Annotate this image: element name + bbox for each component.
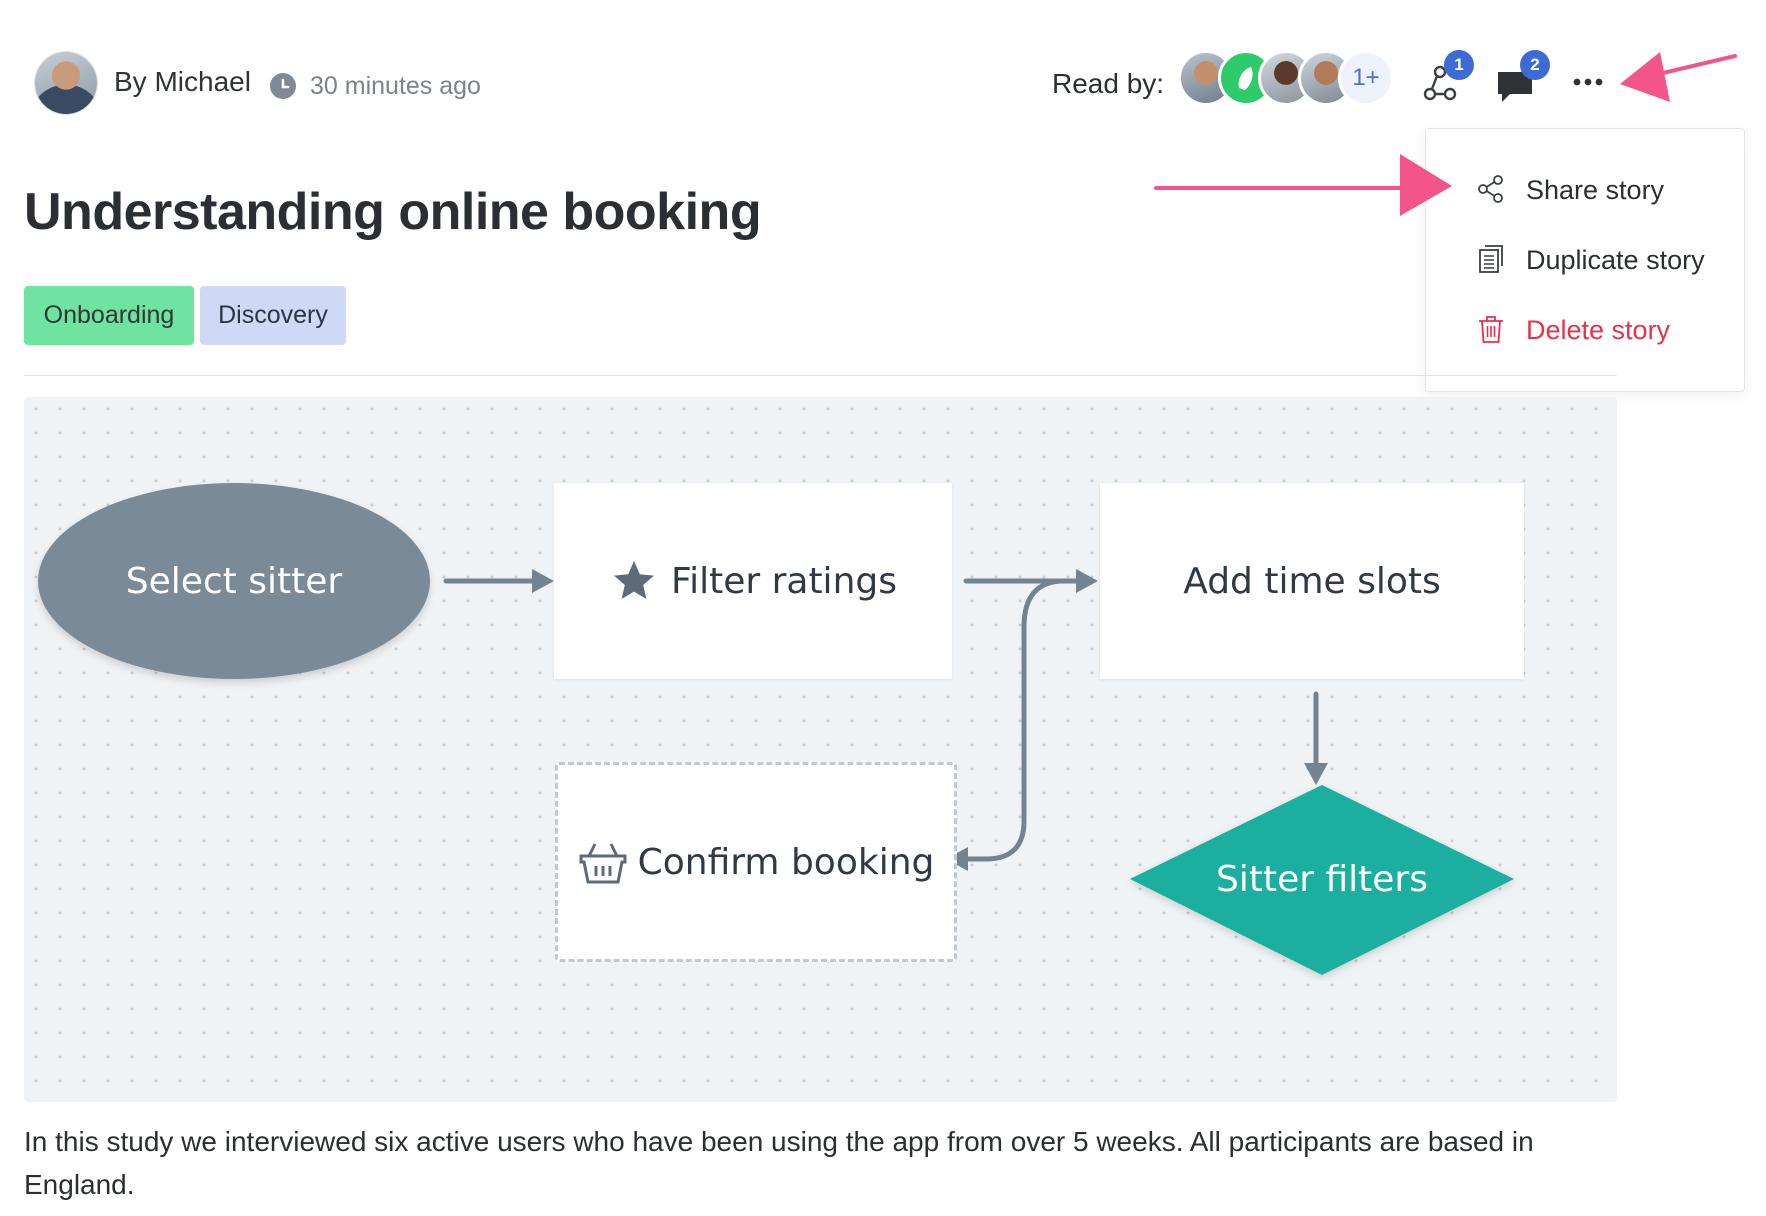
node-sitter-filters[interactable] [1126, 781, 1518, 981]
share-icon [1478, 175, 1503, 203]
duplicate-story-label: Duplicate story [1526, 245, 1705, 275]
node-label: Add time slots [1183, 560, 1441, 602]
author-avatar[interactable] [35, 52, 97, 114]
node-label: Sitter filters [1216, 858, 1428, 900]
comments-button[interactable] [1494, 64, 1538, 108]
timestamp: 30 minutes ago [310, 72, 481, 100]
node-add-time-slots[interactable]: Add time slots [1100, 483, 1524, 679]
node-label: Confirm booking [637, 841, 935, 883]
delete-story-item[interactable]: Delete story [1426, 299, 1744, 359]
basket-icon [579, 843, 627, 884]
more-options-button[interactable] [1568, 62, 1608, 102]
more-readers-badge[interactable]: 1+ [1338, 50, 1394, 106]
share-story-label: Share story [1526, 175, 1665, 205]
read-by-label: Read by: [1052, 68, 1165, 99]
duplicate-icon [1479, 245, 1503, 273]
diagram-connectors [443, 569, 1328, 871]
connector-branch-to-confirm [961, 578, 1067, 862]
star-icon [613, 561, 654, 599]
arrowhead [946, 847, 968, 871]
node-label: Select sitter [125, 560, 343, 602]
node-label: Filter ratings [670, 560, 897, 602]
comments-count-badge: 2 [1520, 50, 1550, 80]
diagram-canvas[interactable]: Select sitter Filter ratings Add time sl… [24, 397, 1617, 1102]
story-options-menu: Share story Duplicate story Delete story [1425, 128, 1745, 392]
page-title: Understanding online booking [24, 183, 762, 241]
connections-button[interactable] [1420, 62, 1464, 106]
annotation-arrow [1154, 154, 1452, 216]
author-name[interactable]: By Michael [114, 66, 251, 97]
comment-icon [1498, 72, 1532, 102]
connections-icon [1423, 65, 1457, 101]
arrowhead [1304, 763, 1328, 785]
tag-onboarding[interactable]: Onboarding [24, 286, 194, 345]
delete-story-label: Delete story [1526, 315, 1671, 345]
node-sitter-filters-label-wrap: Sitter filters [1126, 781, 1518, 977]
clock-icon [270, 73, 296, 99]
story-description: In this study we interviewed six active … [24, 1126, 1534, 1200]
ellipsis-icon [1573, 78, 1603, 86]
duplicate-story-item[interactable]: Duplicate story [1426, 229, 1744, 289]
node-filter-ratings[interactable]: Filter ratings [554, 483, 952, 679]
trash-icon [1479, 316, 1503, 343]
node-select-sitter[interactable]: Select sitter [38, 483, 430, 679]
tag-discovery[interactable]: Discovery [200, 286, 346, 345]
connections-count-badge: 1 [1444, 50, 1474, 80]
node-confirm-booking[interactable]: Confirm booking [555, 762, 957, 962]
annotation-arrow [1620, 52, 1737, 102]
arrowhead [1076, 569, 1098, 593]
arrowhead [532, 569, 554, 593]
share-story-item[interactable]: Share story [1426, 159, 1744, 219]
divider [24, 375, 1617, 376]
